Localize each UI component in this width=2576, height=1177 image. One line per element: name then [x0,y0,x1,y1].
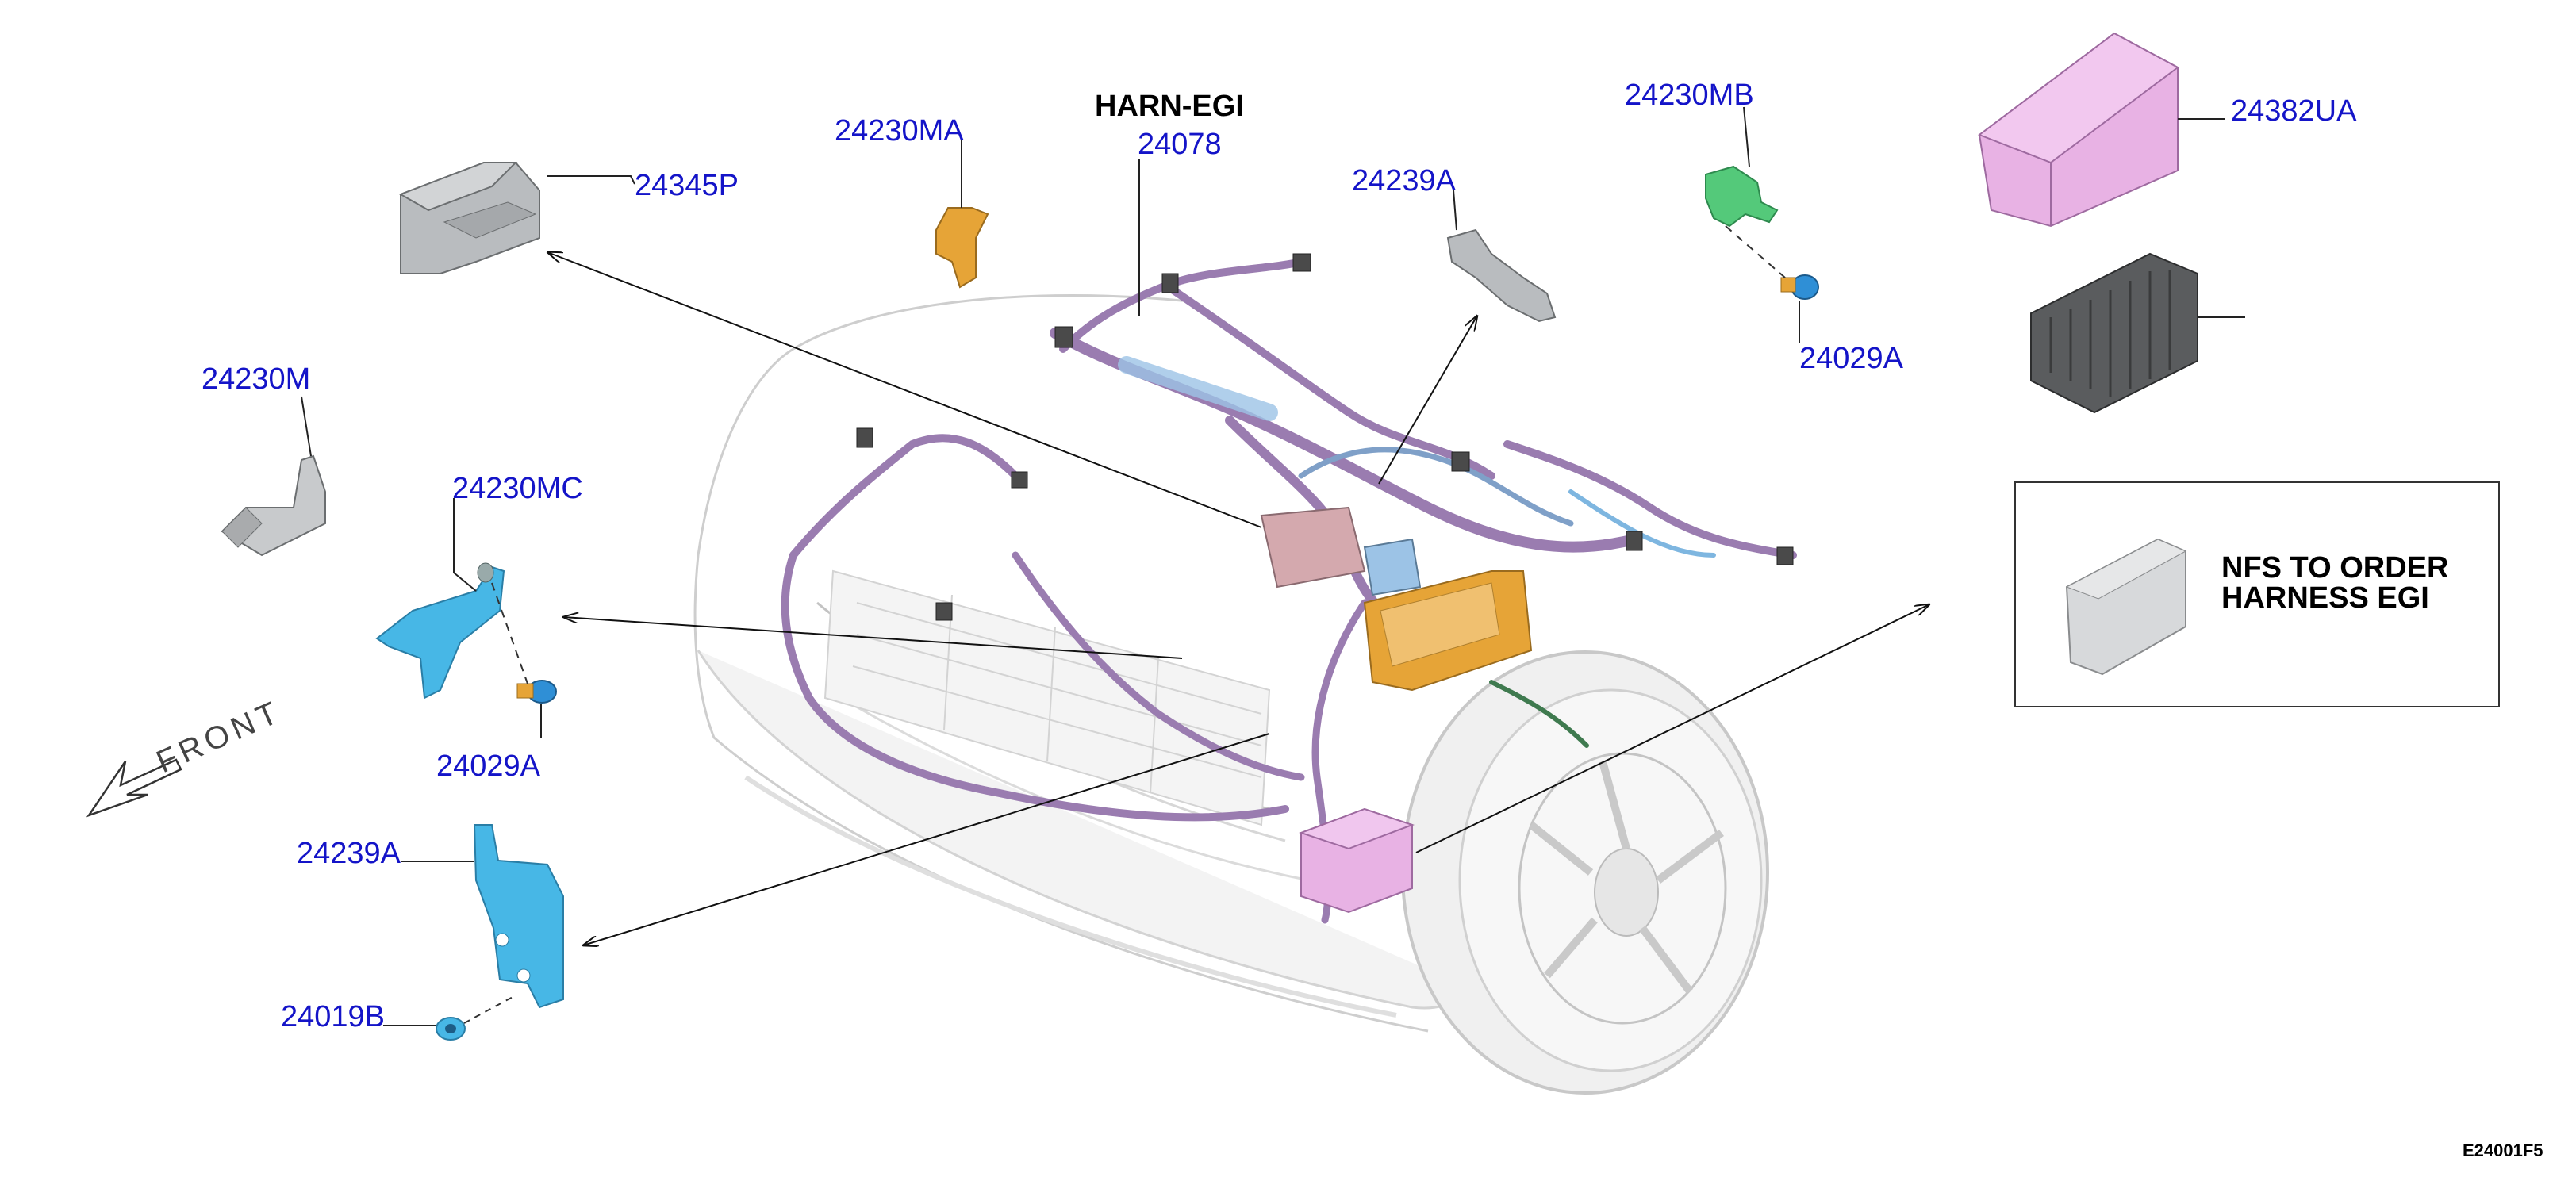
engine-harness-assembly [781,258,1797,924]
label-24230MA: 24230MA [835,114,964,148]
junction-tray-orange [1363,570,1533,692]
figure-code: E24001F5 [2463,1141,2543,1160]
label-24345P: 24345P [635,169,739,202]
label-harn-egi: HARN-EGI [1095,90,1244,123]
dash-24230MB-bolt [1725,225,1786,278]
callout-arrows [547,252,1929,945]
part-24019B-nut [436,1017,466,1041]
label-24230MC: 24230MC [452,472,583,505]
label-24019B: 24019B [281,1000,385,1033]
label-24078: 24078 [1138,128,1222,161]
front-label: FRONT [152,694,287,780]
part-24029A-bolt-right [1780,274,1819,300]
part-24230M-bracket [221,454,326,557]
note-line-1: NFS TO ORDER [2221,551,2448,585]
note-line-2: HARNESS EGI [2221,581,2429,615]
relay-block [1260,506,1422,596]
part-24239A-bracket-top [1446,228,1557,323]
harness-connectors [856,253,1794,621]
label-24029A-left: 24029A [436,750,541,783]
grille-ghost [823,569,1271,826]
dash-24230MC-bolt [491,582,528,684]
part-24345P-cover [398,162,540,274]
dash-24239A-nut [463,995,516,1024]
label-24029A-right: 24029A [1799,342,1904,375]
front-wheel-ghost [1401,650,1769,1095]
label-24230MB: 24230MB [1625,79,1754,112]
label-24239A-top: 24239A [1352,164,1457,197]
label-24239A-left: 24239A [297,837,401,870]
part-24230MB-bracket [1705,165,1779,228]
leader-lines [301,106,2245,1026]
part-24230MC-bracket [375,562,505,700]
note-box-part-image [2065,538,2187,676]
relay-box-pink-lower [1299,807,1415,914]
part-24230MA-bracket [935,207,989,289]
part-24029A-bolt-left [516,680,557,704]
part-24382UA-cover [1977,32,2179,228]
part-fuse-block-dark [2030,252,2198,414]
part-24239A-bracket-left [473,824,564,1009]
note-box: NFS TO ORDER HARNESS EGI [2014,481,2500,707]
label-24230M: 24230M [202,362,310,396]
part-labels: 24345P 24230MA HARN-EGI 24078 24239A 242… [202,79,2357,1033]
label-24382UA: 24382UA [2231,94,2357,128]
front-direction-arrow [86,758,182,818]
